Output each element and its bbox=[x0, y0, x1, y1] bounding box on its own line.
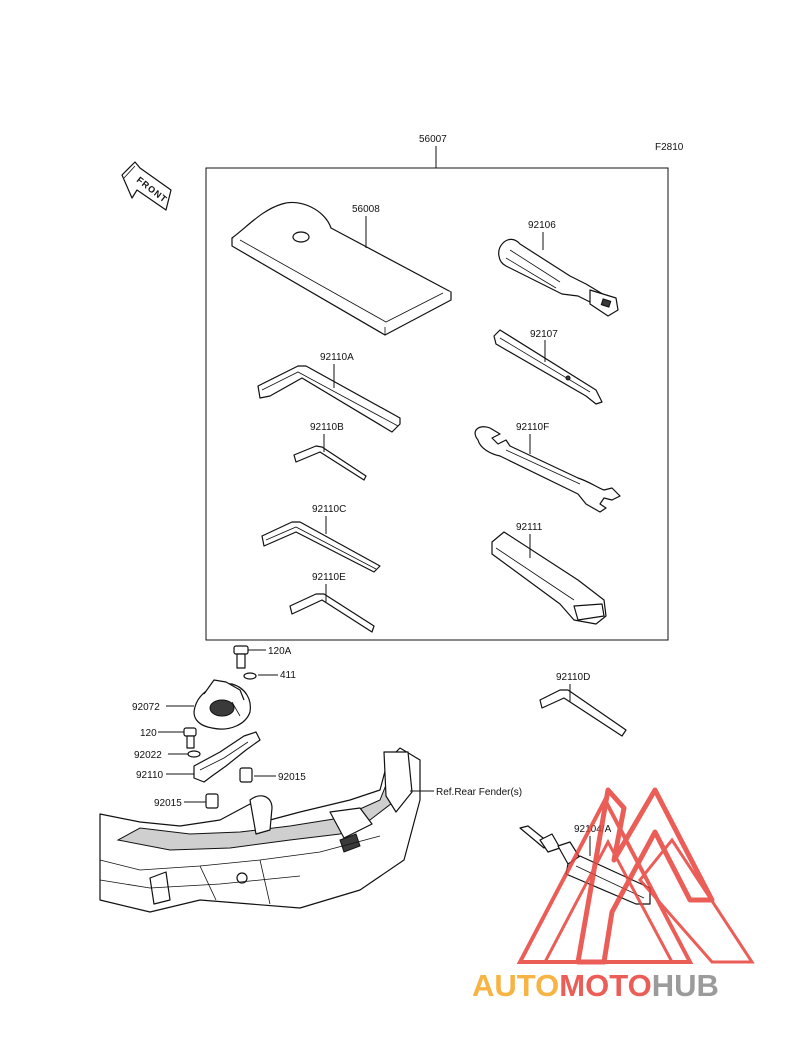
hex-wrench-b bbox=[293, 445, 367, 481]
label-fender-ref: Ref.Rear Fender(s) bbox=[436, 787, 522, 798]
watermark-moto: MOTO bbox=[559, 968, 651, 1003]
bracket-92110 bbox=[193, 731, 261, 783]
tool-bag bbox=[231, 201, 452, 336]
label-cover-92072: 92072 bbox=[132, 702, 160, 713]
label-collar-92015-right: 92015 bbox=[278, 772, 306, 783]
watermark-hub: HUB bbox=[652, 968, 719, 1003]
label-collar-92015-left: 92015 bbox=[154, 798, 182, 809]
label-bolt-120: 120 bbox=[140, 728, 157, 739]
figure-code: F2810 bbox=[655, 142, 684, 153]
label-o-ring-411: 411 bbox=[280, 670, 296, 681]
label-hex-wrench-b: 92110B bbox=[310, 422, 344, 433]
label-screwdriver-handle: 92106 bbox=[528, 220, 556, 231]
label-bracket-92110: 92110 bbox=[136, 770, 164, 781]
label-tool-bag: 56008 bbox=[352, 204, 380, 215]
collar-92015-right bbox=[239, 767, 253, 783]
hex-wrench-d bbox=[539, 689, 627, 737]
tool-kit-frame bbox=[205, 167, 669, 641]
hex-wrench-a bbox=[257, 365, 401, 433]
rear-fender-frame bbox=[99, 747, 421, 913]
label-handle-tube: 92111 bbox=[516, 522, 543, 533]
hex-wrench-e bbox=[289, 593, 375, 633]
spanner-f bbox=[474, 426, 621, 513]
label-tool-kit: 56007 bbox=[419, 134, 447, 145]
washer-92022 bbox=[187, 750, 201, 758]
handle-tube bbox=[491, 531, 607, 625]
automotohub-watermark-logo: AUTOMOTOHUB bbox=[472, 787, 755, 1003]
watermark-auto: AUTO bbox=[472, 968, 559, 1003]
collar-92015-left bbox=[205, 793, 219, 809]
svg-text:AUTOMOTOHUB: AUTOMOTOHUB bbox=[472, 968, 719, 1003]
label-washer-92022: 92022 bbox=[134, 750, 162, 761]
bolt-120a bbox=[233, 645, 249, 669]
o-ring-411 bbox=[243, 672, 257, 680]
screwdriver-handle bbox=[498, 238, 619, 317]
cover-92072 bbox=[193, 679, 251, 730]
front-arrow-icon: FRONT bbox=[121, 161, 172, 211]
screwdriver-bit bbox=[493, 329, 603, 405]
hex-wrench-c bbox=[261, 521, 381, 573]
label-spanner-f: 92110F bbox=[516, 422, 549, 433]
label-bolt-120a: 120A bbox=[268, 646, 292, 657]
label-hex-wrench-d: 92110D bbox=[556, 672, 590, 683]
label-hex-wrench-a: 92110A bbox=[320, 352, 354, 363]
grease-tube bbox=[519, 825, 651, 905]
label-screwdriver-bit: 92107 bbox=[530, 329, 558, 340]
label-grease-tube: 92104/A bbox=[574, 824, 612, 835]
bolt-120 bbox=[183, 727, 197, 749]
label-hex-wrench-c: 92110C bbox=[312, 504, 346, 515]
label-hex-wrench-e: 92110E bbox=[312, 572, 346, 583]
